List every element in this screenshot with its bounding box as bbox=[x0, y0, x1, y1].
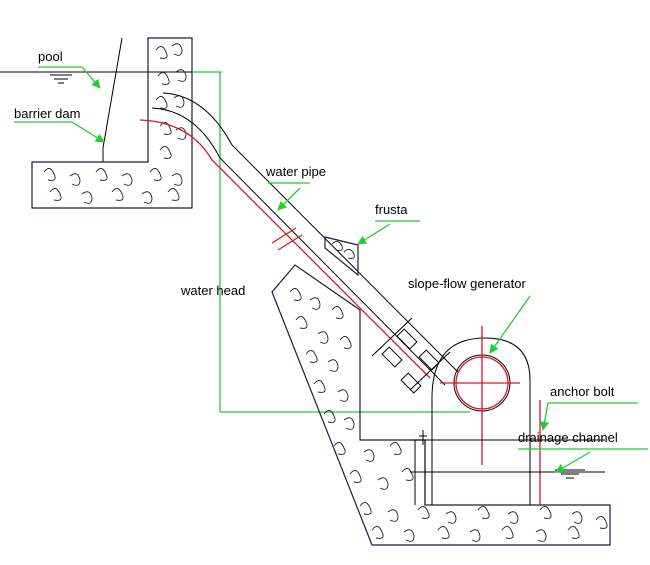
label-water-pipe: water pipe bbox=[265, 164, 326, 179]
label-anchor-bolt: anchor bolt bbox=[550, 384, 615, 399]
label-drainage-channel: drainage channel bbox=[518, 430, 618, 445]
leader-lines bbox=[14, 66, 648, 473]
label-water-head: water head bbox=[180, 283, 245, 298]
label-slope-flow-generator: slope-flow generator bbox=[408, 276, 526, 291]
label-pool: pool bbox=[38, 49, 63, 64]
frusta-support bbox=[324, 236, 359, 277]
pool-and-dam bbox=[0, 37, 215, 163]
water-head-dimension bbox=[192, 71, 470, 413]
water-pipe bbox=[139, 92, 459, 394]
foundation-block bbox=[271, 264, 611, 546]
label-barrier-dam: barrier dam bbox=[14, 106, 80, 121]
label-frusta: frusta bbox=[375, 202, 408, 217]
pool-water-level-icon bbox=[50, 74, 72, 84]
dam-concrete-block bbox=[31, 37, 193, 209]
drainage-water-level-icon bbox=[555, 469, 585, 479]
slope-flow-generator bbox=[410, 326, 605, 505]
